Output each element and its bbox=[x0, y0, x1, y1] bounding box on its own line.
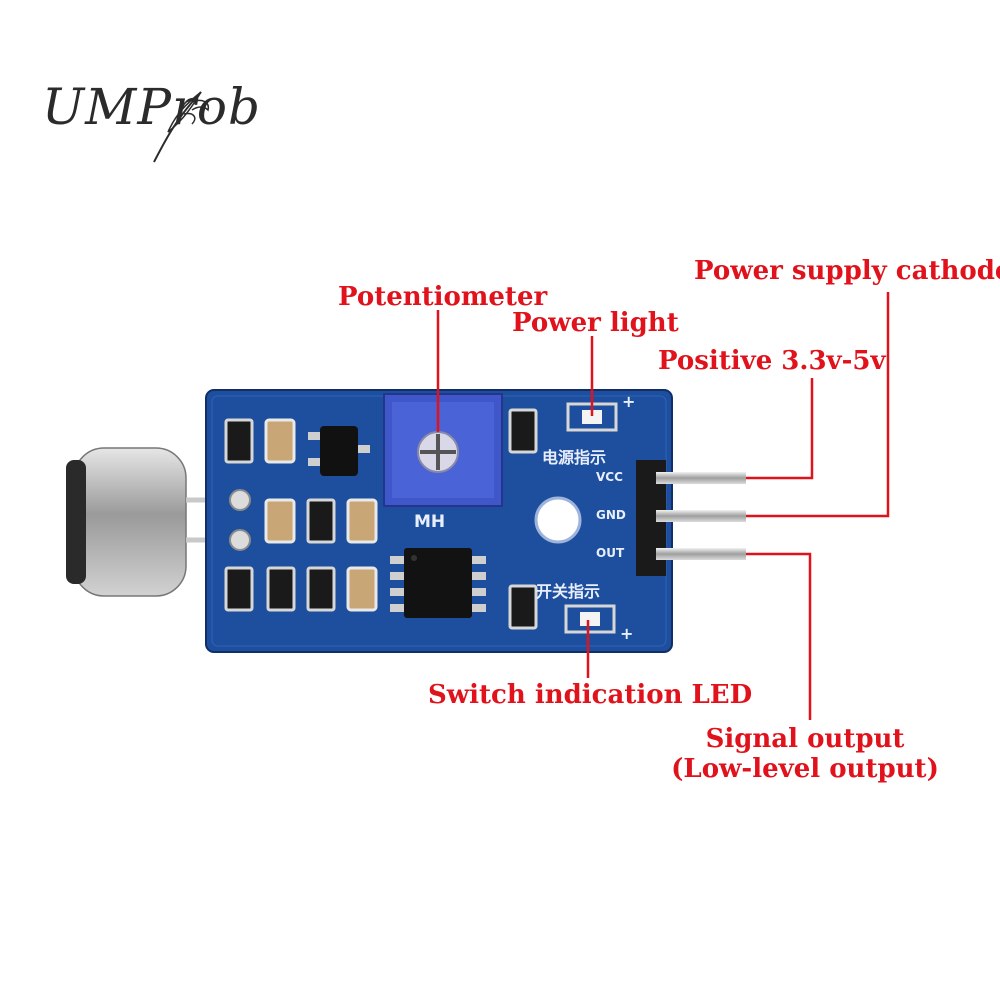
label-power-cathode: Power supply cathode bbox=[694, 256, 1000, 286]
silk-switch-indicator: 开关指示 bbox=[536, 582, 601, 601]
leader-positive bbox=[746, 378, 814, 480]
pin-label-out: OUT bbox=[596, 546, 625, 560]
silk-plus-bottom: + bbox=[620, 624, 634, 643]
label-switch-led: Switch indication LED bbox=[428, 680, 753, 710]
leader-cathode bbox=[746, 292, 890, 518]
pin-header bbox=[636, 460, 746, 576]
silk-mh: MH bbox=[414, 512, 446, 532]
silk-plus-top: + bbox=[622, 392, 636, 411]
smd-components bbox=[224, 408, 538, 630]
pin-label-vcc: VCC bbox=[596, 470, 623, 484]
leader-lines bbox=[436, 292, 890, 720]
feather-logo-icon bbox=[153, 91, 210, 163]
brand-logo: UMProb bbox=[42, 78, 261, 163]
opamp-chip bbox=[390, 548, 486, 618]
label-positive: Positive 3.3v-5v bbox=[658, 346, 886, 376]
logo-text: UMProb bbox=[42, 78, 261, 136]
mounting-hole bbox=[534, 496, 582, 544]
silk-power-indicator: 电源指示 bbox=[542, 448, 607, 467]
leader-signal bbox=[746, 552, 812, 720]
potentiometer bbox=[383, 393, 503, 507]
label-signal-output-line2: (Low-level output) bbox=[671, 754, 939, 784]
pin-label-gnd: GND bbox=[596, 508, 626, 522]
switch-led bbox=[564, 604, 616, 634]
label-signal-output-line1: Signal output bbox=[705, 724, 905, 754]
label-power-light: Power light bbox=[512, 308, 679, 338]
label-potentiometer: Potentiometer bbox=[338, 282, 548, 312]
label-signal-output: Signal output (Low-level output) bbox=[670, 724, 940, 784]
transistor bbox=[308, 426, 370, 476]
